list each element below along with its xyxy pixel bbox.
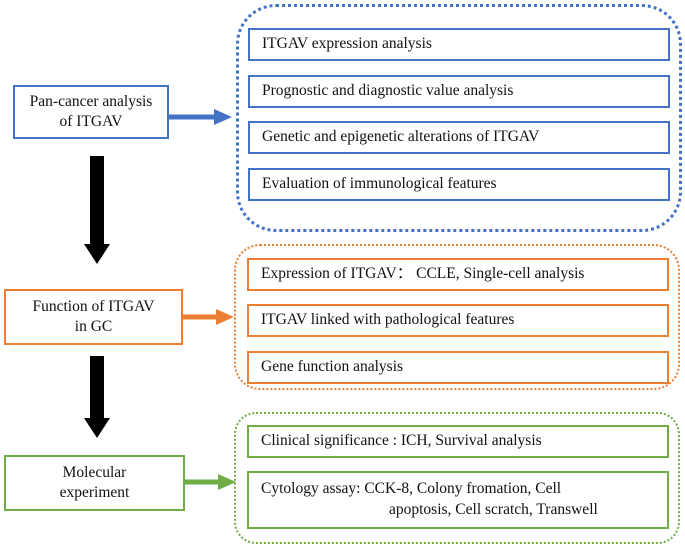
function-item-3: Gene function analysis [247,351,669,384]
pan-cancer-line-2: of ITGAV [59,113,123,130]
pan-cancer-item-3: Genetic and epigenetic alterations of IT… [248,121,670,154]
function-item-2: ITGAV linked with pathological features [247,304,669,337]
arrow-right-blue [169,109,232,125]
molecular-item-2-line-2: apoptosis, Cell scratch, Transwell [389,501,598,518]
pan-cancer-item-4-text: Evaluation of immunological features [262,175,497,193]
pan-cancer-item-1-text: ITGAV expression analysis [262,35,432,53]
function-line-1: Function of ITGAV [32,297,155,315]
molecular-group [234,412,680,544]
arrow-down-1 [84,156,110,264]
pan-cancer-box: Pan-cancer analysis of ITGAV [13,85,169,139]
pan-cancer-item-2-text: Prognostic and diagnostic value analysis [262,82,514,100]
pan-cancer-line-1: Pan-cancer analysis [29,92,153,110]
pan-cancer-item-4: Evaluation of immunological features [248,168,670,201]
function-item-3-text: Gene function analysis [261,358,404,376]
function-item-2-text: ITGAV linked with pathological features [261,311,515,329]
molecular-line-2: experiment [59,484,130,501]
function-group [234,244,680,390]
molecular-line-1: Molecular [62,463,127,481]
molecular-item-2-line-1: Cytology assay: CCK-8, Colony fromation,… [261,480,562,498]
function-line-2: in GC [74,318,113,335]
molecular-item-1-text: Clinical significance : ICH, Survival an… [261,432,542,450]
pan-cancer-item-1: ITGAV expression analysis [248,28,670,61]
pan-cancer-item-3-text: Genetic and epigenetic alterations of IT… [262,128,540,146]
function-item-1-text: Expression of ITGAV： CCLE, Single-cell a… [261,265,585,283]
function-item-1: Expression of ITGAV： CCLE, Single-cell a… [247,258,669,291]
molecular-item-2: Cytology assay: CCK-8, Colony fromation,… [247,471,669,529]
molecular-box: Molecular experiment [4,455,185,511]
pan-cancer-group [236,4,682,232]
molecular-item-1: Clinical significance : ICH, Survival an… [247,425,669,458]
arrow-right-orange [183,309,234,325]
arrow-right-green [185,474,236,490]
arrow-down-2 [84,356,110,438]
pan-cancer-item-2: Prognostic and diagnostic value analysis [248,75,670,108]
function-box: Function of ITGAV in GC [4,289,183,345]
